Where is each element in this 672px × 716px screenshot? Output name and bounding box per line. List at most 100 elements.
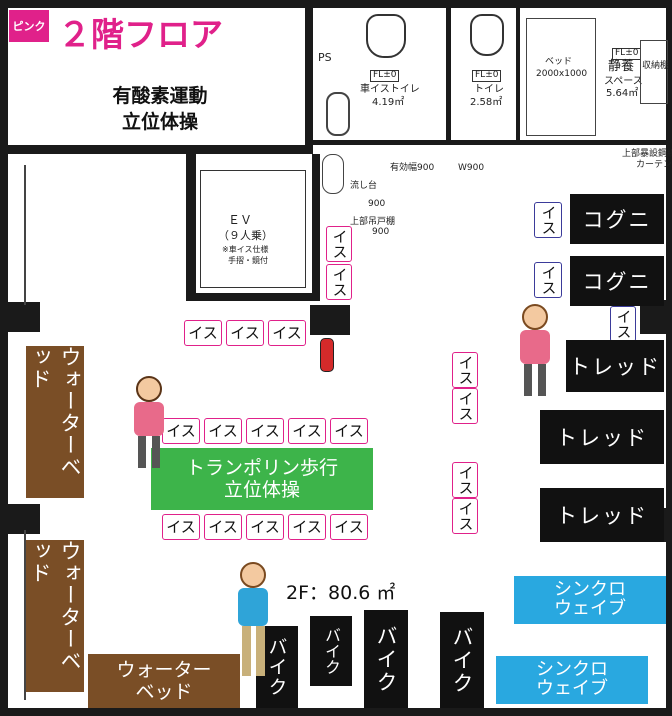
staff-illustration-1 [126,376,172,472]
area-name-2: 立位体操 [121,111,198,133]
wall-ev-bottom [186,293,320,301]
wall-left [0,0,8,716]
synchro-1-line-2: ウェイブ [554,598,626,619]
chair-9: イス [162,514,200,540]
column-left-1 [8,302,40,332]
trampoline-label-2: 立位体操 [223,479,300,501]
staff-illustration-3 [228,562,278,682]
bed-size: 2000x1000 [536,69,588,79]
chair-13: イス [330,514,368,540]
trampoline-label-1: トランポリン歩行 [185,457,338,479]
column-left-2 [8,504,40,534]
treadmill-1: トレッド [566,340,664,392]
chair-2: イス [226,320,264,346]
chair-v-5: イス [452,462,478,498]
sink-label: 流し台 [350,181,378,191]
chair-4: イス [162,418,200,444]
wc-accessible-area: 4.19㎡ [372,97,405,108]
area-name-1: 有酸素運動 [112,85,208,107]
chair-12: イス [288,514,326,540]
chair-5: イス [204,418,242,444]
wall-ev-left [186,154,196,299]
rest-space: スペース [604,76,643,87]
chair-v-7: イス [534,202,562,238]
bike-3: バイク [364,610,408,708]
dim-900a: 900 [368,199,386,209]
chair-v-9: イス [610,306,636,342]
storage-label: 収納棚 [642,61,670,71]
floor-title: ２階フロア [58,15,223,54]
chair-11: イス [246,514,284,540]
dim-w900: W900 [458,163,485,173]
staff-illustration-2 [512,304,562,400]
synchro-1-line-1: シンクロ [554,579,626,601]
chair-7: イス [288,418,326,444]
rest-name: 静養 [608,59,635,74]
chair-3: イス [268,320,306,346]
bed-label: ベッド [545,57,573,67]
synchro-2-line-1: シンクロ [536,659,608,681]
trampoline-area: トランポリン歩行 立位体操 [151,448,373,510]
chair-v-2: イス [326,264,352,300]
wc-accessible-name: 車イストイレ [360,84,420,95]
elevator [200,170,306,288]
chair-8: イス [330,418,368,444]
wall-rest-divider [516,8,520,145]
dim-900b: 900 [372,227,390,237]
upper-cabinet-label: 上部吊戸棚 [350,217,396,227]
ps-label: PS [318,51,332,64]
ev-spec-1: ※車イス仕様 [222,245,269,254]
floor-area: 2F：80.6 ㎡ [286,582,396,604]
wall-restroom-divider [305,8,313,154]
column-center [310,305,350,335]
wall-bottom [0,708,672,716]
bike-2: バイク [310,616,352,686]
cognitive-1: コグニ [570,194,664,244]
chair-10: イス [204,514,242,540]
cognitive-2: コグニ [570,256,664,306]
ev-label: ＥＶ [228,213,253,227]
synchro-2-line-2: ウェイブ [536,678,608,699]
wall-restroom-bottom [313,140,666,145]
toilet-icon-2 [470,14,504,56]
bed-outline [526,18,596,136]
storage-box [640,40,668,104]
ev-spec-2: 手摺・鏡付 [228,256,268,265]
bike-4: バイク [440,612,484,708]
sink-icon-2 [322,154,344,194]
synchro-wave-1: シンクロ ウェイブ [514,576,666,624]
window-line-left-2 [24,530,26,700]
chair-v-6: イス [452,498,478,534]
header-panel [8,8,305,145]
water-bed-3-line-2: ベッド [135,681,193,703]
rest-area: 5.64㎡ [606,88,639,99]
synchro-wave-2: シンクロ ウェイブ [496,656,648,704]
chair-v-8: イス [534,262,562,298]
wc-fl: FL±0 [472,70,502,82]
wall-top [0,0,672,8]
wall-ev-right [312,154,320,299]
dim-counter: 有効幅900 [390,163,435,173]
chair-v-4: イス [452,388,478,424]
water-bed-2: ウォーターベッド [26,540,84,692]
wc-name: トイレ [474,84,504,95]
treadmill-3: トレッド [540,488,664,542]
water-bed-3: ウォーター ベッド [88,654,240,708]
toilet-icon-1 [366,14,406,58]
chair-v-3: イス [452,352,478,388]
water-bed-3-line-1: ウォーター [116,659,212,681]
chair-1: イス [184,320,222,346]
curtain-label-2: カーテン [636,160,672,170]
ev-capacity: （９人乗） [218,229,273,242]
treadmill-2: トレッド [540,410,664,464]
wall-toilet-divider [446,8,451,145]
sink-icon-1 [326,92,350,136]
wc-accessible-fl: FL±0 [370,70,400,82]
window-line-left [24,165,26,305]
fire-extinguisher-icon [320,338,334,372]
curtain-label-1: 上部暴設鋼線 [622,149,672,159]
wc-area: 2.58㎡ [470,97,503,108]
chair-v-1: イス [326,226,352,262]
wall-upper [8,145,313,154]
